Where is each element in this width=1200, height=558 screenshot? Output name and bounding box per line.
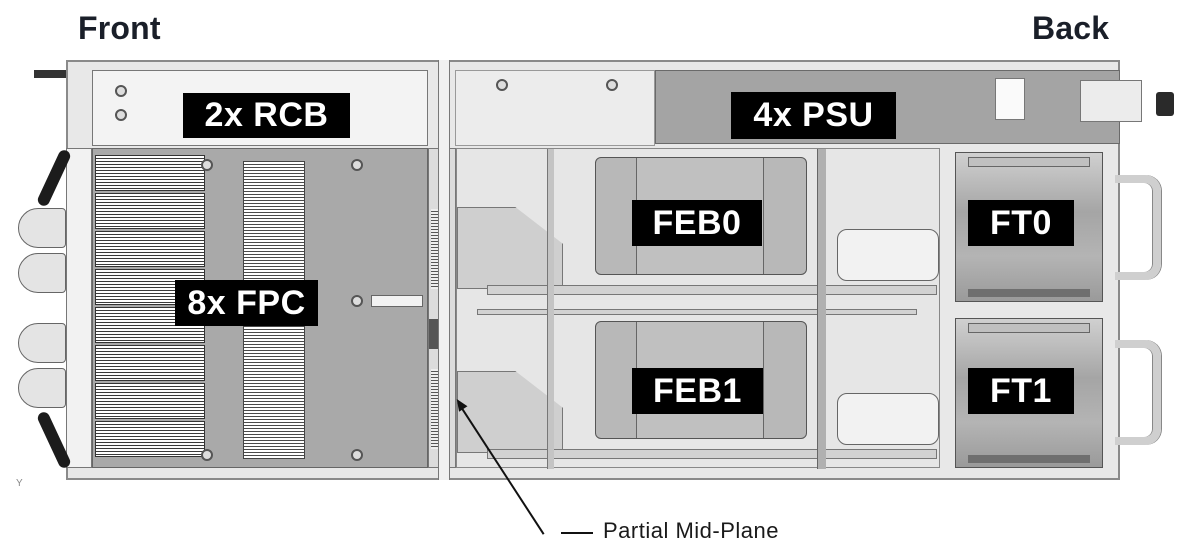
ejector-lever-bottom-lower	[18, 368, 66, 408]
fpc-slot	[95, 231, 205, 267]
top-midplane-area	[455, 70, 655, 146]
screw-icon	[351, 449, 363, 461]
ejector-lever-bottom	[18, 323, 66, 363]
feb-divider	[477, 309, 917, 315]
axis-marker: Y	[16, 478, 23, 489]
feb-column	[817, 149, 826, 469]
fpc-slot	[95, 345, 205, 381]
psu-handle-icon	[1156, 92, 1174, 116]
screw-icon	[351, 159, 363, 171]
psu-latch	[1080, 80, 1142, 122]
fpc-connector-tab	[371, 295, 423, 307]
front-thumbscrew-icon	[34, 70, 66, 78]
feb0-latch	[837, 229, 939, 281]
ft0-handle-icon	[1115, 175, 1161, 280]
screw-icon	[201, 449, 213, 461]
ft0-label: FT0	[968, 200, 1074, 246]
screw-icon	[351, 295, 363, 307]
feb-area	[456, 148, 940, 469]
screw-icon	[201, 159, 213, 171]
ft1-bottom-stripe	[968, 455, 1090, 463]
rcb-label: 2x RCB	[183, 93, 350, 138]
ejector-lever-top	[18, 208, 66, 248]
screw-icon	[496, 79, 508, 91]
psu-label: 4x PSU	[731, 92, 896, 139]
feb0-label: FEB0	[632, 200, 762, 246]
ft0-top-stripe	[968, 157, 1090, 167]
feb-column	[547, 149, 554, 469]
screw-icon	[115, 85, 127, 97]
fpc-slot	[95, 155, 205, 191]
ft1-label: FT1	[968, 368, 1074, 414]
ft1-handle-icon	[1115, 340, 1161, 445]
fpc-slot	[95, 383, 205, 419]
ejector-lever-top-lower	[18, 253, 66, 293]
psu-window	[995, 78, 1025, 120]
ft1-top-stripe	[968, 323, 1090, 333]
fpc-slot	[95, 193, 205, 229]
fpc-slot	[95, 421, 205, 457]
fpc-label: 8x FPC	[175, 280, 318, 326]
fpc-faceplate	[66, 148, 92, 468]
feb-rail	[487, 449, 937, 459]
fpc-heatsink	[243, 317, 305, 459]
feb-rail	[487, 285, 937, 295]
feb1-latch	[837, 393, 939, 445]
screw-icon	[606, 79, 618, 91]
midplane-bar	[438, 60, 450, 480]
front-heading: Front	[78, 10, 161, 46]
fpc-heatsink	[243, 161, 305, 301]
feb1-label: FEB1	[632, 368, 763, 414]
callout-leader-tail	[561, 532, 593, 534]
screw-icon	[115, 109, 127, 121]
back-heading: Back	[1032, 10, 1110, 46]
midplane-callout-label: Partial Mid-Plane	[603, 518, 780, 543]
ft0-bottom-stripe	[968, 289, 1090, 297]
